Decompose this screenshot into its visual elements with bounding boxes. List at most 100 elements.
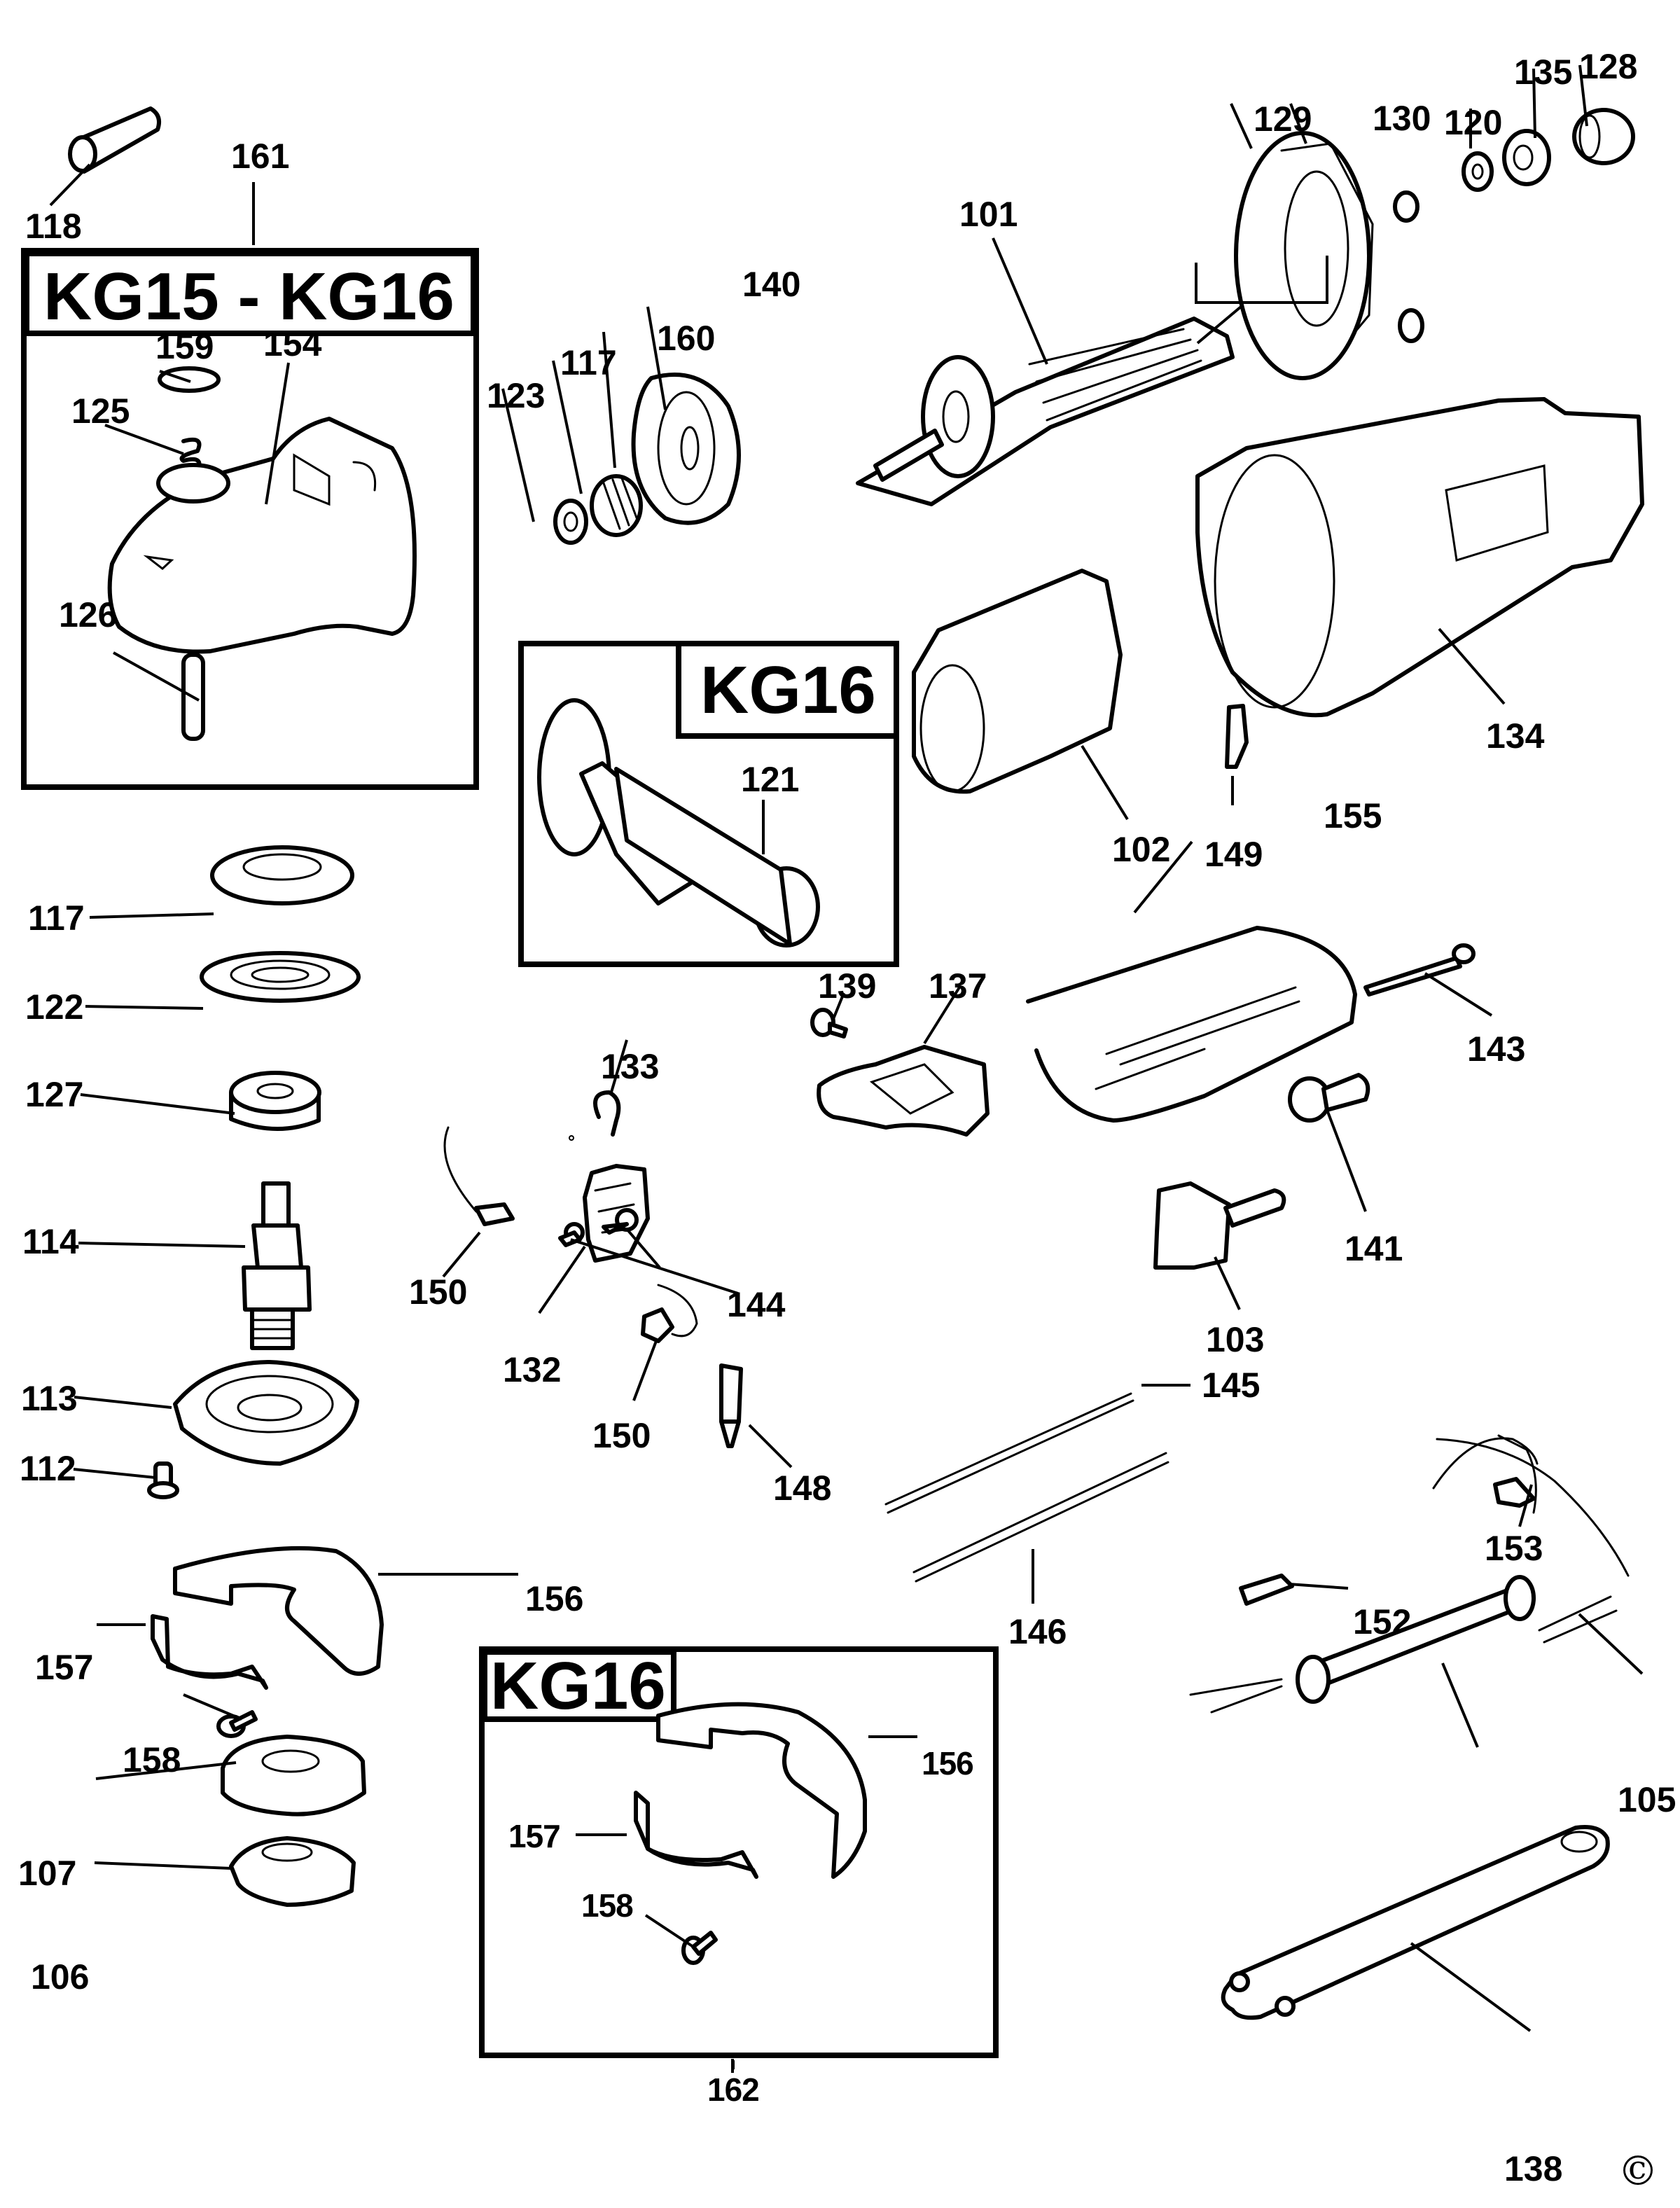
- part-117-bevel-gear: [89, 845, 354, 919]
- part-156-guard-kit: [656, 1702, 917, 1879]
- part-150-brush-left: [442, 1126, 515, 1278]
- label-121: 121: [741, 760, 799, 799]
- label-118: 118: [25, 207, 82, 246]
- part-152-cable-clamp: [1239, 1574, 1349, 1606]
- part-135-bearing: [1502, 68, 1551, 186]
- label-117-gear: 117: [28, 898, 85, 938]
- part-122-washer: [85, 951, 361, 1010]
- label-105: 105: [1618, 1780, 1676, 1819]
- part-139-screw: [810, 992, 848, 1039]
- part-106-nut: [94, 1836, 356, 1907]
- label-156-left: 156: [525, 1579, 583, 1618]
- label-123: 123: [487, 376, 545, 415]
- label-158-kit: 158: [581, 1887, 633, 1924]
- part-153-clip: [1432, 1434, 1630, 1577]
- label-150-left: 150: [409, 1272, 467, 1312]
- label-120: 120: [1444, 103, 1502, 142]
- label-161: 161: [231, 137, 289, 176]
- part-123-nut: [501, 388, 588, 545]
- part-127-bearing: [80, 1071, 321, 1131]
- label-107: 107: [18, 1854, 76, 1893]
- part-116-cable-guard: [1189, 1575, 1536, 1748]
- part-156-guard: [173, 1546, 518, 1676]
- label-133: 133: [601, 1047, 659, 1086]
- label-103: 103: [1206, 1320, 1264, 1359]
- part-155-handle-housing: [1026, 840, 1357, 1123]
- label-127: 127: [25, 1075, 83, 1114]
- kit-161-title-box: [24, 251, 476, 336]
- label-113: 113: [21, 1379, 78, 1418]
- part-158-screw: [183, 1693, 258, 1738]
- part-126-pin: [113, 651, 205, 741]
- part-154-gear-housing: [107, 362, 417, 654]
- part-146-lead: [912, 1452, 1169, 1604]
- label-128: 128: [1579, 47, 1637, 86]
- label-160: 160: [657, 319, 715, 358]
- label-157-left: 157: [35, 1648, 93, 1687]
- part-138-pin-spanner: [1221, 1825, 1610, 2032]
- part-158-screw-kit: [644, 1914, 718, 1965]
- part-129-bearing-housing: [1230, 103, 1374, 380]
- label-145: 145: [1202, 1366, 1260, 1405]
- label-150-right: 150: [592, 1416, 651, 1455]
- kit-handle-title-box: [676, 641, 899, 739]
- label-135: 135: [1514, 53, 1572, 92]
- label-139: 139: [818, 966, 876, 1006]
- kit-162-box: [479, 1646, 999, 2058]
- part-114-spindle: [78, 1181, 312, 1350]
- part-113-gear-cover: [74, 1360, 359, 1466]
- part-149-plate: [1225, 704, 1249, 805]
- part-141-switch-boot: [1288, 1073, 1370, 1212]
- label-143: 143: [1467, 1029, 1525, 1069]
- leader-131: [1196, 305, 1242, 345]
- part-159-oring: [158, 366, 221, 393]
- label-122: 122: [25, 987, 83, 1027]
- part-150-brush-right: [632, 1284, 698, 1401]
- kit-161-title: KG15 - KG16: [43, 259, 454, 334]
- label-101: 101: [959, 195, 1018, 234]
- part-120-washer: [1462, 109, 1494, 192]
- label-154: 154: [263, 324, 322, 363]
- part-118-screw: [49, 106, 161, 207]
- label-140: 140: [742, 265, 800, 304]
- label-155: 155: [1324, 796, 1382, 835]
- part-107-flange: [95, 1735, 366, 1817]
- part-130-bumper: [1289, 103, 1424, 343]
- part-102-field-coil: [912, 569, 1129, 821]
- part-103-switch: [1153, 1181, 1286, 1310]
- bracket-131: [1195, 256, 1328, 304]
- part-143-screw: [1363, 943, 1493, 1017]
- label-114: 114: [22, 1222, 79, 1261]
- label-162: 162: [707, 2071, 759, 2108]
- part-128-ring: [1572, 64, 1635, 165]
- copyright-symbol: ©: [1618, 2147, 1658, 2195]
- label-146: 146: [1008, 1612, 1067, 1651]
- part-112-screw: [73, 1461, 179, 1499]
- part-134-motor-housing: [1195, 397, 1644, 718]
- part-117-pinion: [552, 360, 643, 537]
- part-105-cable: [1538, 1595, 1644, 1675]
- part-133-spring: [593, 1039, 628, 1137]
- kit-handle-title: KG16: [700, 653, 876, 728]
- label-132: 132: [503, 1350, 561, 1389]
- part-140-bearing-plate: [631, 306, 741, 525]
- label-112: 112: [20, 1449, 76, 1488]
- part-157-clamp: [97, 1614, 268, 1690]
- label-125: 125: [71, 391, 130, 431]
- label-149: 149: [1205, 835, 1263, 874]
- part-145-lead: [884, 1384, 1190, 1514]
- label-159: 159: [155, 327, 214, 366]
- label-134: 134: [1486, 716, 1545, 756]
- part-157-clamp-kit: [576, 1791, 758, 1879]
- label-138: 138: [1504, 2149, 1562, 2188]
- part-101-armature: [856, 237, 1235, 506]
- label-141: 141: [1345, 1229, 1403, 1268]
- label-106: 106: [31, 1957, 89, 1997]
- label-126: 126: [59, 595, 117, 634]
- part-137-brush-holder: [817, 986, 990, 1137]
- part-132-brush-holder: [538, 1164, 650, 1314]
- kit-162-title-box: [482, 1649, 676, 1722]
- kit-162-title: KG16: [490, 1648, 666, 1723]
- label-153: 153: [1485, 1529, 1543, 1568]
